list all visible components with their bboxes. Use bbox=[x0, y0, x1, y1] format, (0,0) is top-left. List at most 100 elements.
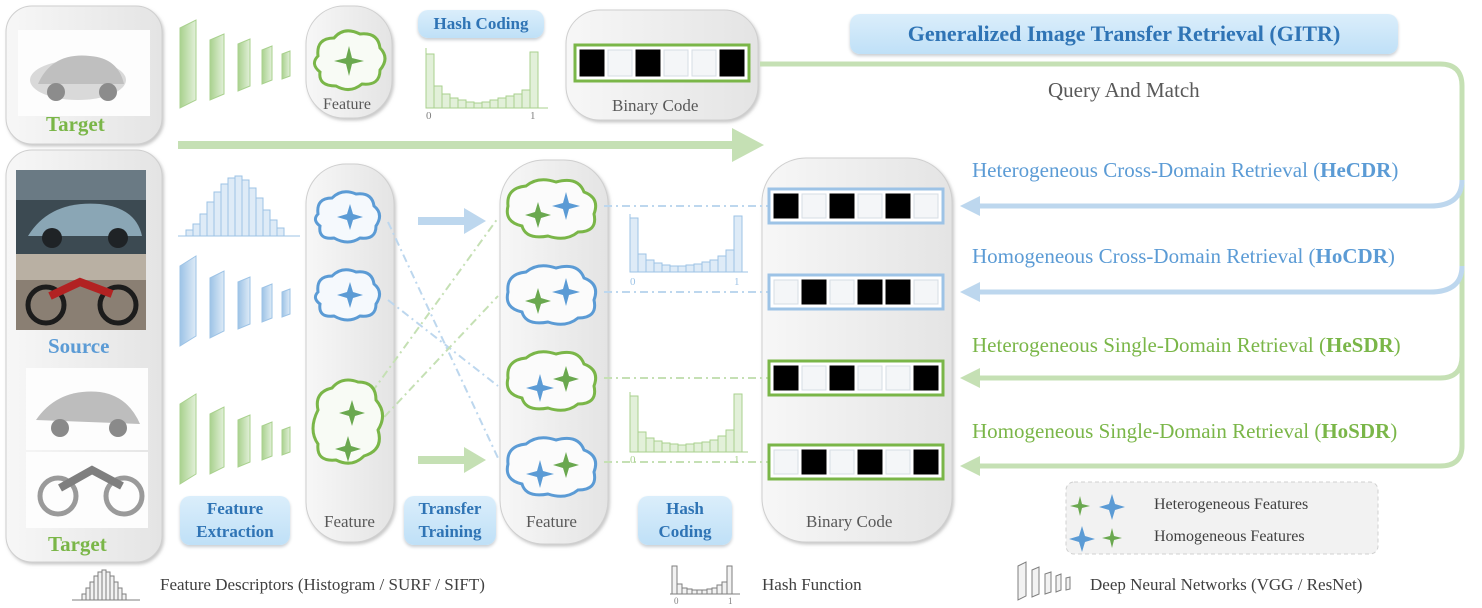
hesdr-line bbox=[980, 355, 1465, 381]
mode-hesdr-abbr: HeSDR bbox=[1325, 333, 1394, 357]
target-label-bottom: Target bbox=[48, 532, 107, 556]
feature-cloud-mixed-2 bbox=[505, 264, 598, 326]
binary-code-row-4-bit bbox=[857, 449, 883, 475]
green-hist-tick-0: 0 bbox=[630, 454, 636, 466]
feature-cloud-green-double bbox=[311, 378, 384, 465]
binary-code-row-3-bit bbox=[773, 365, 799, 391]
binary-code-row-3-bit bbox=[801, 365, 827, 391]
hash-histogram-green bbox=[629, 392, 748, 453]
binary-code-top-bit bbox=[691, 49, 717, 77]
footer-hash-function: Hash Function bbox=[762, 575, 862, 594]
transfer-arrow-blue bbox=[418, 208, 486, 234]
feature-cloud-mixed-1 bbox=[505, 178, 598, 240]
mode-hesdr: Heterogeneous Single-Domain Retrieval (H… bbox=[972, 333, 1401, 357]
mode-hosdr: Homogeneous Single-Domain Retrieval (HoS… bbox=[972, 419, 1398, 443]
dnn-stack-top bbox=[179, 19, 291, 109]
binary-code-row-1-bit bbox=[829, 193, 855, 219]
footer-tick-1: 1 bbox=[728, 596, 733, 606]
binary-code-top bbox=[573, 43, 751, 83]
footer-dnn: Deep Neural Networks (VGG / ResNet) bbox=[1090, 575, 1363, 594]
binary-code-label: Binary Code bbox=[806, 512, 893, 531]
feature-cloud-blue-2 bbox=[313, 268, 381, 322]
binary-code-top-bit bbox=[635, 49, 661, 77]
binary-code-row-3-bit bbox=[829, 365, 855, 391]
target-car-image-top bbox=[18, 30, 150, 116]
binary-code-row-2-bit bbox=[885, 279, 911, 305]
legend-homo-stars bbox=[1069, 526, 1122, 552]
binary-code-row-2-bit bbox=[801, 279, 827, 305]
binary-code-row-1-bit bbox=[801, 193, 827, 219]
binary-code-row-1-bit bbox=[773, 193, 799, 219]
dnn-stack-green-lower bbox=[179, 393, 291, 485]
hash-histogram-blue bbox=[629, 214, 748, 273]
source-car-photo bbox=[16, 170, 146, 254]
feature-cloud-top bbox=[313, 29, 387, 91]
mode-hosdr-abbr: HoSDR bbox=[1321, 419, 1391, 443]
hecdr-line bbox=[980, 179, 1465, 209]
binary-code-top-bit bbox=[719, 49, 745, 77]
binary-code-row-3-bit bbox=[913, 365, 939, 391]
top-hist-tick-1: 1 bbox=[530, 110, 536, 122]
dnn-legend-icon bbox=[1017, 561, 1071, 601]
feature-legend-box bbox=[1065, 481, 1379, 555]
binary-code-row-2-bit bbox=[913, 279, 939, 305]
binary-code-row-3-bit bbox=[885, 365, 911, 391]
source-motorcycle-photo bbox=[16, 254, 146, 330]
binary-code-label-top: Binary Code bbox=[612, 96, 699, 115]
top-transfer-arrow bbox=[178, 128, 764, 162]
feature-label-1: Feature bbox=[324, 512, 375, 531]
binary-code-row-4-bit bbox=[913, 449, 939, 475]
hocdr-line bbox=[980, 265, 1465, 295]
binary-code-row-1-bit bbox=[913, 193, 939, 219]
mode-hecdr: Heterogeneous Cross-Domain Retrieval (He… bbox=[972, 158, 1399, 182]
binary-code-top-bit bbox=[579, 49, 605, 77]
target-label-top: Target bbox=[46, 112, 105, 136]
target-motorcycle-image bbox=[26, 452, 148, 528]
footer-descriptors: Feature Descriptors (Histogram / SURF / … bbox=[160, 575, 485, 594]
blue-hist-tick-0: 0 bbox=[630, 276, 636, 288]
binary-code-row-4-bit bbox=[801, 449, 827, 475]
binary-code-row-2-bit bbox=[773, 279, 799, 305]
feature-label-top: Feature bbox=[323, 96, 371, 113]
transfer-arrow-green bbox=[418, 447, 486, 473]
binary-code-row-4-bit bbox=[829, 449, 855, 475]
top-hist-tick-0: 0 bbox=[426, 110, 432, 122]
gitr-title-badge: Generalized Image Transfer Retrieval (GI… bbox=[850, 14, 1398, 54]
feature-cloud-blue-1 bbox=[313, 190, 381, 244]
binary-code-row-4-bit bbox=[773, 449, 799, 475]
binary-code-row-2-bit bbox=[829, 279, 855, 305]
binary-code-row-2-bit bbox=[857, 279, 883, 305]
blue-hist-tick-1: 1 bbox=[734, 276, 740, 288]
query-and-match-label: Query And Match bbox=[1048, 78, 1200, 102]
feature-cloud-mixed-3 bbox=[505, 350, 598, 412]
hash-histogram-top bbox=[425, 48, 548, 109]
binary-code-row-3-bit bbox=[857, 365, 883, 391]
feature-label-2: Feature bbox=[526, 512, 577, 531]
dnn-stack-blue bbox=[179, 255, 291, 347]
descriptor-histogram bbox=[178, 175, 300, 237]
legend-homogeneous: Homogeneous Features bbox=[1154, 528, 1305, 545]
mode-hocdr: Homogeneous Cross-Domain Retrieval (HoCD… bbox=[972, 244, 1395, 268]
binary-code-row-1-bit bbox=[857, 193, 883, 219]
source-label: Source bbox=[48, 334, 110, 358]
feature-cloud-mixed-4 bbox=[505, 436, 598, 498]
green-hist-tick-1: 1 bbox=[734, 454, 740, 466]
binary-code-row-1-bit bbox=[885, 193, 911, 219]
binary-code-top-bit bbox=[607, 49, 633, 77]
descriptor-legend-icon bbox=[72, 569, 140, 601]
mode-hocdr-abbr: HoCDR bbox=[1315, 244, 1388, 268]
mode-hecdr-abbr: HeCDR bbox=[1320, 158, 1392, 182]
hash-coding-badge-top: Hash Coding bbox=[418, 10, 544, 38]
legend-heterogeneous: Heterogeneous Features bbox=[1154, 496, 1309, 513]
transfer-dashed-lines bbox=[371, 205, 772, 463]
binary-code-row-4-bit bbox=[885, 449, 911, 475]
target-car-image-bottom bbox=[26, 368, 148, 450]
footer-tick-0: 0 bbox=[674, 596, 679, 606]
hash-function-legend-icon bbox=[670, 565, 740, 595]
legend-hetero-stars bbox=[1070, 494, 1125, 520]
binary-code-top-bit bbox=[663, 49, 689, 77]
